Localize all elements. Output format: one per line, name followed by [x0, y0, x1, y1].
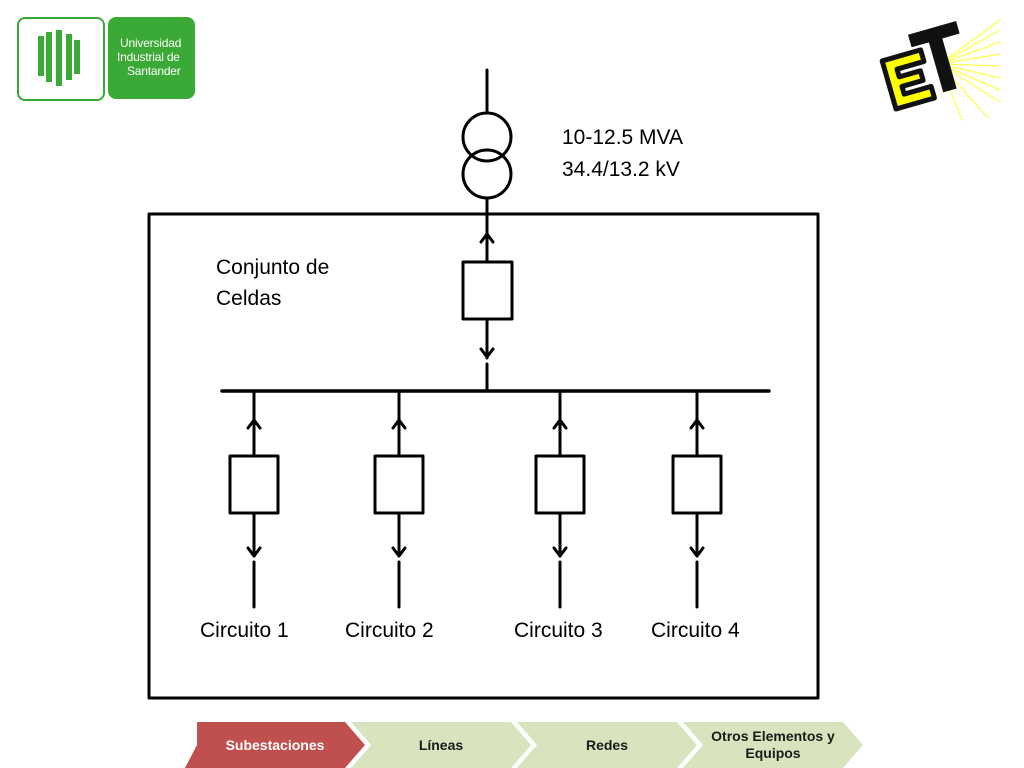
circuit-label-1: Circuito 1	[200, 619, 289, 642]
uis-logo: Universidad Industrial de Santander	[17, 17, 195, 101]
feeder-4-contact-down-icon	[689, 546, 705, 558]
circuit-label-2: Circuito 2	[345, 619, 434, 642]
feeder-4-breaker	[671, 454, 723, 515]
nav-chevron-subestaciones[interactable]	[185, 722, 365, 768]
feeder-2-breaker	[373, 454, 425, 515]
feeder-3-contact-down-icon	[552, 546, 568, 558]
nav-tab-subestaciones[interactable]: Subestaciones	[225, 736, 325, 753]
feeder-3-contact-up-icon	[552, 418, 568, 430]
nav-tab-otros-elementos[interactable]: Otros Elementos y Equipos	[711, 728, 835, 761]
main-breaker	[461, 260, 514, 321]
uis-monogram-icon	[38, 30, 80, 86]
feeder-1-contact-up-icon	[246, 418, 262, 430]
withdrawable-contact-down-icon	[479, 347, 495, 359]
nav-tab-lineas[interactable]: Líneas	[418, 736, 464, 753]
uis-name-line-3: Santander	[127, 64, 181, 78]
nav-chevron-redes[interactable]	[517, 722, 697, 768]
transformer-voltage-label: 34.4/13.2 kV	[562, 158, 680, 181]
uis-logo-mark	[17, 17, 105, 101]
feeder-2-contact-up-icon	[391, 418, 407, 430]
feeder-1-breaker	[228, 454, 280, 515]
feeder-3-breaker	[534, 454, 586, 515]
transformer-rating-label: 10-12.5 MVA	[562, 126, 684, 149]
section-nav: Subestaciones Líneas Redes Otros Element…	[185, 722, 865, 768]
nav-tab-redes[interactable]: Redes	[585, 736, 629, 753]
feeder-4-contact-up-icon	[689, 418, 705, 430]
withdrawable-contact-up-icon	[479, 232, 495, 244]
switchgear-label-line2: Celdas	[216, 287, 282, 310]
nav-chevron-otros[interactable]	[683, 722, 863, 768]
uis-name-line-2: Industrial de	[117, 50, 180, 64]
uis-name-line-1: Universidad	[120, 36, 182, 50]
power-transformer	[461, 111, 513, 200]
feeder-1-contact-down-icon	[246, 546, 262, 558]
uis-logo-wordmark: Universidad Industrial de Santander	[108, 17, 195, 99]
switchgear-label-line1: Conjunto de	[216, 256, 330, 279]
section-nav-shapes	[185, 722, 863, 768]
switchgear-enclosure	[147, 212, 820, 700]
feeder-2-contact-down-icon	[391, 546, 407, 558]
nav-chevron-lineas[interactable]	[351, 722, 531, 768]
circuit-label-4: Circuito 4	[651, 619, 740, 642]
et-logo-icon	[879, 19, 1001, 121]
circuit-label-3: Circuito 3	[514, 619, 603, 642]
